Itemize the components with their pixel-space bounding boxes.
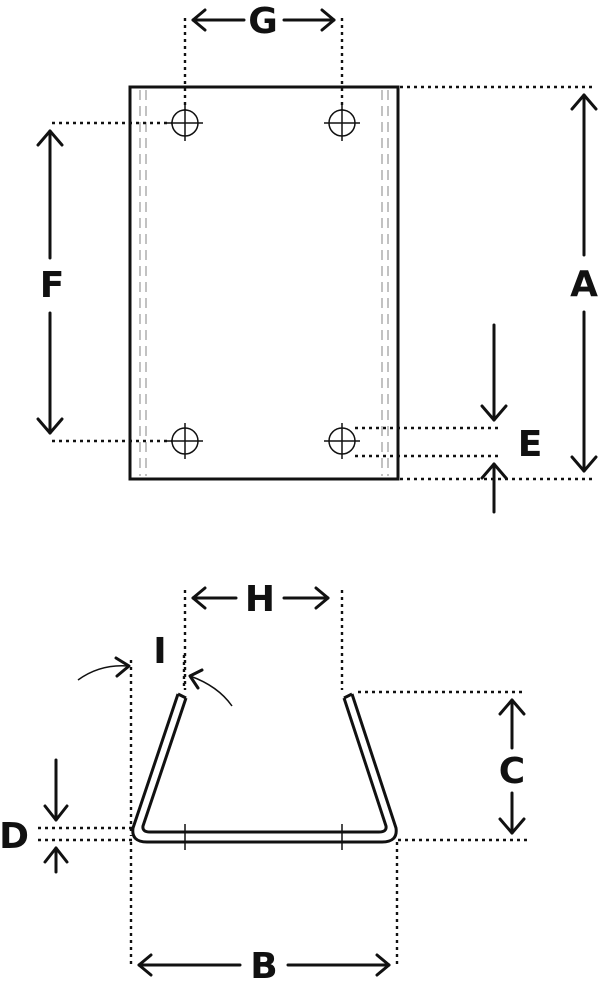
label-c: C — [499, 751, 525, 792]
dimension-b: B — [129, 842, 399, 981]
label-e: E — [518, 424, 543, 465]
mounting-hole-bottom-left — [167, 423, 203, 459]
dimension-f: F — [36, 121, 172, 443]
dimension-g: G — [183, 1, 344, 110]
channel-side-view — [131, 692, 398, 850]
label-f: F — [40, 265, 65, 306]
channel-outer-profile — [131, 693, 398, 844]
channel-inner-profile — [141, 697, 388, 834]
mounting-hole-top-left — [167, 105, 203, 141]
plate-top-view — [128, 85, 400, 481]
dimension-a: A — [400, 85, 598, 481]
label-g: G — [248, 1, 278, 42]
channel-left-tip — [177, 692, 187, 700]
label-i: I — [153, 631, 166, 672]
label-b: B — [250, 946, 277, 981]
plate-outline — [128, 85, 400, 481]
dimension-h: H — [183, 579, 344, 690]
dimension-e: E — [355, 323, 543, 514]
label-d: D — [0, 816, 29, 857]
dimension-c: C — [358, 690, 530, 842]
label-a: A — [570, 264, 598, 305]
label-h: H — [245, 579, 275, 620]
dimension-d: D — [0, 758, 136, 874]
mounting-hole-top-right — [324, 105, 360, 141]
channel-right-tip — [343, 692, 353, 700]
mounting-hole-bottom-right — [324, 423, 360, 459]
dimension-i: I — [77, 631, 233, 836]
